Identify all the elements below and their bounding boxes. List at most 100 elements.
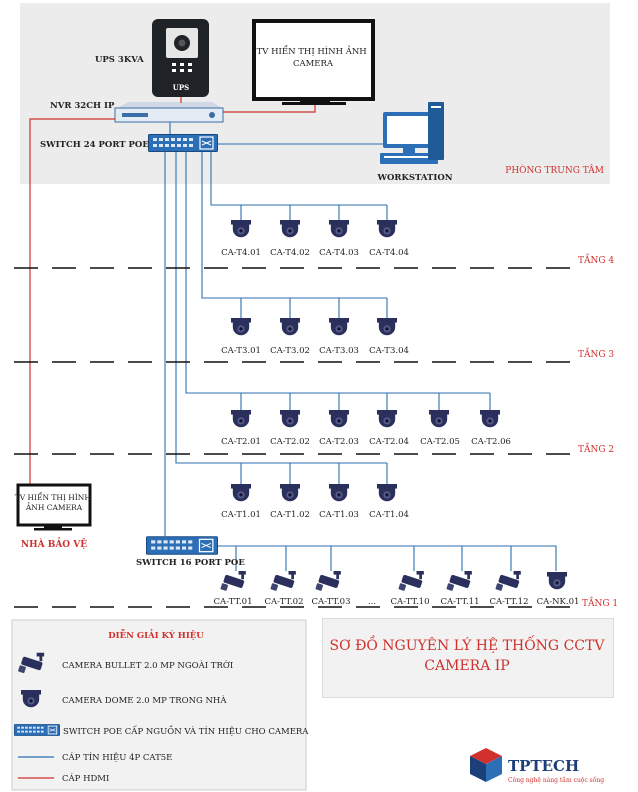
bullet-camera-icon — [446, 571, 472, 591]
camera-label: CA-TT.01 — [214, 597, 253, 607]
ups-badge: UPS — [173, 83, 189, 92]
camera-label: CA-T3.02 — [270, 346, 310, 356]
floor-1-upper-cameras: CA-T1.01 CA-T1.02 CA-T1.03 CA-T1.04 — [221, 484, 409, 520]
floor-3-label: TẦNG 3 — [578, 347, 614, 360]
camera-label: CA-TT.02 — [265, 597, 304, 607]
dome-camera-icon — [280, 318, 300, 336]
dome-camera-icon — [231, 484, 251, 502]
title-line-2: CAMERA IP — [424, 658, 510, 674]
tptech-logo: TPTECH Công nghệ nâng tầm cuộc sống — [470, 748, 604, 784]
workstation-label: WORKSTATION — [376, 173, 452, 183]
camera-label: CA-T2.04 — [369, 437, 409, 447]
floor-separators — [14, 267, 570, 608]
camera-label: CA-NK.01 — [537, 597, 580, 607]
hdmi-cables — [29, 97, 316, 485]
floor-4-cameras: CA-T4.01 CA-T4.02 CA-T4.03 CA-T4.04 — [221, 220, 409, 258]
camera-label: CA-T2.02 — [270, 437, 310, 447]
switch-24-icon — [148, 134, 218, 152]
legend-title: DIỄN GIẢI KÝ HIỆU — [108, 628, 204, 641]
bullet-camera-icon — [220, 571, 246, 591]
floor-3-cameras: CA-T3.01 CA-T3.02 CA-T3.03 CA-T3.04 — [221, 318, 409, 356]
legend-dome-text: CAMERA DOME 2.0 MP TRONG NHÀ — [62, 694, 227, 706]
switch-16-icon — [146, 536, 218, 555]
dome-camera-icon — [329, 318, 349, 336]
title-box — [322, 618, 614, 698]
camera-label: CA-TT.10 — [391, 597, 430, 607]
dome-camera-icon — [280, 220, 300, 238]
dome-camera-icon — [329, 220, 349, 238]
center-tv-label: TV HIỂN THỊ HÌNH ẢNH CAMERA — [257, 44, 370, 69]
dome-camera-icon — [231, 318, 251, 336]
dome-camera-icon — [231, 410, 251, 428]
dome-camera-icon — [377, 410, 397, 428]
guard-tv-label: TV HIỂN THỊ HÌNH ẢNH CAMERA — [15, 492, 94, 512]
bullet-camera-icon — [270, 571, 296, 591]
dome-camera-icon — [377, 484, 397, 502]
camera-label: CA-T2.05 — [420, 437, 460, 447]
nvr-label: NVR 32CH IP — [50, 101, 115, 111]
dome-camera-icon — [377, 318, 397, 336]
camera-label-ellipsis: ... — [368, 597, 376, 607]
logo-name: TPTECH — [508, 757, 579, 775]
ups-label: UPS 3KVA — [95, 55, 144, 65]
dome-camera-icon — [547, 572, 567, 590]
bullet-camera-icon — [495, 571, 521, 591]
dome-camera-icon — [329, 484, 349, 502]
dome-camera-icon — [280, 484, 300, 502]
bullet-camera-icon — [398, 571, 424, 591]
legend-switch-text: SWITCH POE CẤP NGUỒN VÀ TÍN HIỆU CHO CAM… — [63, 724, 309, 737]
logo-slogan: Công nghệ nâng tầm cuộc sống — [508, 776, 604, 784]
guard-tv — [16, 483, 92, 531]
camera-label: CA-TT.11 — [441, 597, 480, 607]
camera-label: CA-T1.02 — [270, 510, 310, 520]
dome-camera-icon — [329, 410, 349, 428]
camera-label: CA-T1.03 — [319, 510, 359, 520]
floor-2-label: TẦNG 2 — [578, 442, 614, 455]
floor-4-label: TẦNG 4 — [578, 253, 614, 266]
guard-room-label: NHÀ BẢO VỆ — [21, 537, 87, 550]
camera-label: CA-T3.04 — [369, 346, 409, 356]
guard-tv-label-text: TV HIỂN THỊ HÌNH — [15, 492, 92, 502]
camera-label: CA-T3.01 — [221, 346, 261, 356]
nvr-recorder — [114, 102, 224, 123]
camera-label: CA-T4.02 — [270, 248, 310, 258]
camera-label: CA-TT.12 — [490, 597, 529, 607]
signal-cables — [164, 122, 557, 571]
floor-1-label: TẦNG 1 — [582, 596, 618, 609]
floor-1-cameras: CA-TT.01 CA-TT.02 CA-TT.03 ... CA-TT.10 … — [214, 571, 580, 607]
bullet-camera-icon — [315, 571, 341, 591]
dome-camera-icon — [280, 410, 300, 428]
switch-24-label: SWITCH 24 PORT POE — [40, 140, 149, 150]
label-line: CAMERA — [293, 59, 334, 69]
label-line: ẢNH CAMERA — [25, 502, 83, 512]
camera-label: CA-TT.03 — [312, 597, 351, 607]
camera-label: CA-T1.04 — [369, 510, 409, 520]
legend-box — [11, 619, 307, 791]
camera-label: CA-T4.01 — [221, 248, 261, 258]
diagram-title: SƠ ĐỒ NGUYÊN LÝ HỆ THỐNG CCTV CAMERA IP — [322, 636, 612, 676]
dome-camera-icon — [429, 410, 449, 428]
dome-camera-icon — [377, 220, 397, 238]
center-tv — [252, 19, 375, 105]
legend-hdmi-text: CÁP HDMI — [62, 772, 109, 784]
center-tv-label-text: TV HIỂN THỊ HÌNH ẢNH — [257, 44, 367, 57]
workstation-computer — [380, 102, 444, 164]
camera-label: CA-T2.03 — [319, 437, 359, 447]
camera-label: CA-T4.03 — [319, 248, 359, 258]
camera-label: CA-T1.01 — [221, 510, 261, 520]
camera-label: CA-T2.01 — [221, 437, 261, 447]
switch-icon — [14, 724, 60, 736]
control-room-label: PHÒNG TRUNG TÂM — [505, 164, 604, 176]
dome-camera-icon — [480, 410, 500, 428]
camera-label: CA-T3.03 — [319, 346, 359, 356]
legend-bullet-text: CAMERA BULLET 2.0 MP NGOÀI TRỜI — [62, 659, 233, 671]
ups-unit: UPS — [152, 19, 209, 97]
title-line-1: SƠ ĐỒ NGUYÊN LÝ HỆ THỐNG CCTV — [329, 638, 605, 654]
floor-2-cameras: CA-T2.01 CA-T2.02 CA-T2.03 CA-T2.04 CA-T… — [221, 410, 511, 447]
dome-camera-icon — [231, 220, 251, 238]
camera-label: CA-T4.04 — [369, 248, 409, 258]
camera-label: CA-T2.06 — [471, 437, 511, 447]
switch-16-label: SWITCH 16 PORT POE — [136, 558, 245, 568]
